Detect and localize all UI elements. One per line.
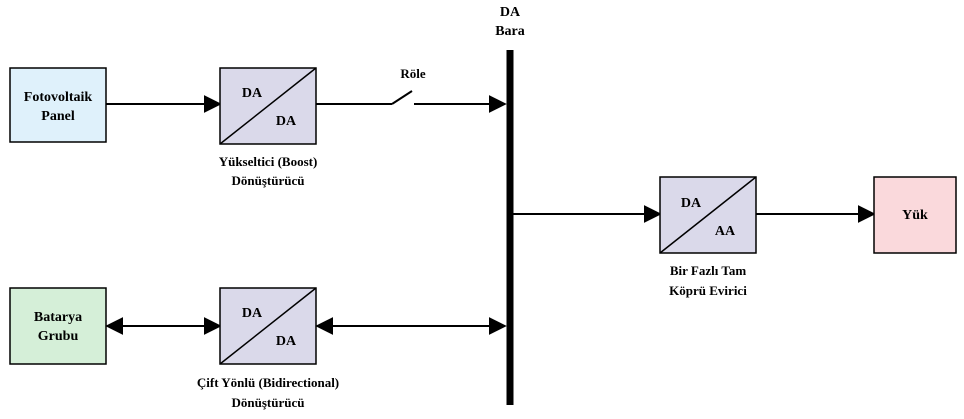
relay-label: Röle (400, 66, 426, 81)
battery-box (9, 287, 107, 365)
relay-switch (391, 90, 413, 105)
bus-label-line2: Bara (495, 24, 525, 39)
boost-caption-line1: Yükseltici (Boost) (219, 154, 318, 169)
bidirectional-in-label: DA (242, 306, 263, 321)
inverter-out-label: AA (715, 224, 736, 239)
bus-label-line1: DA (500, 5, 521, 20)
bidirectional-caption-line2: Dönüştürücü (232, 395, 305, 410)
bidirectional-out-label: DA (276, 334, 297, 349)
load-box (873, 176, 957, 254)
boost-converter-diagonal (219, 67, 317, 145)
pv-panel-label-line2: Panel (41, 109, 75, 124)
inverter-caption-line2: Köprü Evirici (669, 283, 747, 298)
inverter-in-label: DA (681, 196, 702, 211)
boost-caption-line2: Dönüştürücü (232, 173, 305, 188)
pv-panel-label-line1: Fotovoltaik (24, 90, 93, 105)
boost-in-label: DA (242, 86, 263, 101)
inverter-caption-line1: Bir Fazlı Tam (670, 263, 746, 278)
load-label: Yük (902, 208, 928, 223)
inverter-diagonal (659, 176, 757, 254)
battery-label-line1: Batarya (34, 310, 82, 325)
bidirectional-converter-diagonal (219, 287, 317, 365)
bidirectional-caption-line1: Çift Yönlü (Bidirectional) (197, 375, 339, 390)
battery-label-line2: Grubu (38, 329, 79, 344)
pv-panel-box (9, 67, 107, 143)
boost-out-label: DA (276, 114, 297, 129)
